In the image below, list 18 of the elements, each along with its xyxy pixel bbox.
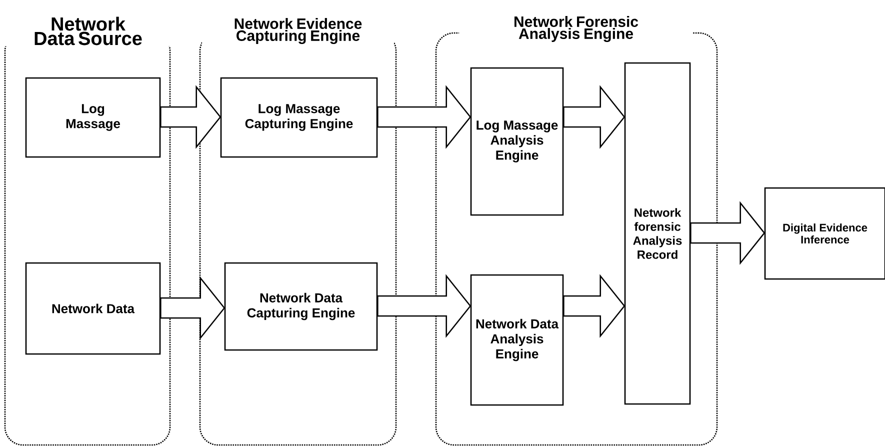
process-box: Log Massage Analysis Engine [470, 67, 564, 216]
group-heading: Network Data Source [1, 16, 175, 46]
block-arrow [160, 276, 226, 340]
process-box: Log Massage [25, 77, 161, 158]
group-heading: Network Evidence Capturing Engine [202, 16, 394, 46]
block-arrow [563, 274, 626, 338]
process-box: Log Massage Capturing Engine [220, 77, 378, 158]
group-heading: Network Forensic Analysis Engine [459, 14, 693, 44]
process-box: Digital Evidence Inference [764, 187, 885, 280]
process-box: Network Data Analysis Engine [470, 274, 564, 406]
process-box: Network Data Capturing Engine [224, 262, 378, 351]
block-arrow [377, 274, 472, 338]
process-box: Network forensic Analysis Record [624, 62, 691, 405]
block-arrow [160, 85, 222, 149]
block-arrow [690, 201, 766, 265]
block-arrow [377, 85, 472, 149]
block-arrow [563, 85, 626, 149]
process-box: Network Data [25, 262, 161, 355]
